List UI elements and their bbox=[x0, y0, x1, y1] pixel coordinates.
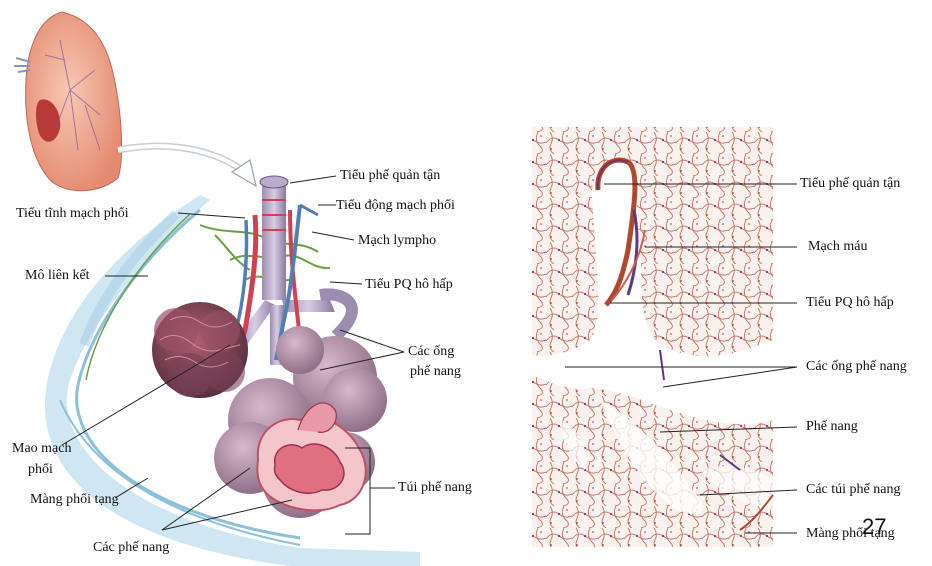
label-capillaries-line2: phổi bbox=[28, 462, 53, 477]
bronchiole-tree bbox=[212, 175, 359, 396]
label-respiratory-bronchiole-micro: Tiểu PQ hô hấp bbox=[806, 295, 894, 310]
label-lymph-vessel: Mạch lympho bbox=[358, 233, 437, 248]
label-alveolar-ducts-line2: phế nang bbox=[410, 364, 461, 379]
pleura-band bbox=[44, 195, 420, 566]
lung-thumbnail bbox=[14, 11, 123, 192]
label-connective-tissue: Mô liên kết bbox=[25, 268, 90, 283]
label-terminal-bronchiole: Tiểu phế quản tận bbox=[340, 168, 441, 183]
label-respiratory-bronchiole: Tiểu PQ hô hấp bbox=[365, 277, 453, 292]
label-alveoli: Các phế nang bbox=[93, 540, 170, 555]
label-alveolar-ducts-line1: Các ống bbox=[408, 344, 455, 359]
zoom-arrow bbox=[117, 142, 257, 188]
label-pulmonary-venule: Tiểu tĩnh mạch phổi bbox=[16, 206, 129, 221]
label-visceral-pleura-left: Màng phổi tạng bbox=[30, 492, 119, 507]
capillary-cluster bbox=[152, 302, 248, 398]
label-alveolus: Phế nang bbox=[806, 419, 858, 434]
page-number: 27 bbox=[862, 514, 887, 539]
label-alveolar-sacs: Các túi phế nang bbox=[806, 482, 901, 497]
label-alveolar-sac: Túi phế nang bbox=[398, 480, 472, 495]
right-leader-lines bbox=[565, 183, 798, 534]
label-capillaries-line1: Mao mạch bbox=[12, 441, 72, 456]
lung-micrograph bbox=[532, 127, 774, 547]
label-terminal-bronchiole-micro: Tiểu phế quản tận bbox=[800, 176, 901, 191]
label-visceral-pleura-micro: Màng phổi tạng bbox=[806, 526, 895, 541]
label-pulmonary-arteriole: Tiểu động mạch phổi bbox=[336, 198, 455, 213]
label-blood-vessel: Mạch máu bbox=[808, 239, 868, 254]
left-leader-lines bbox=[61, 175, 405, 531]
label-alveolar-ducts-micro: Các ống phế nang bbox=[806, 359, 907, 374]
alveolar-sac-bracket bbox=[345, 447, 371, 535]
alveolar-clusters bbox=[214, 326, 387, 518]
